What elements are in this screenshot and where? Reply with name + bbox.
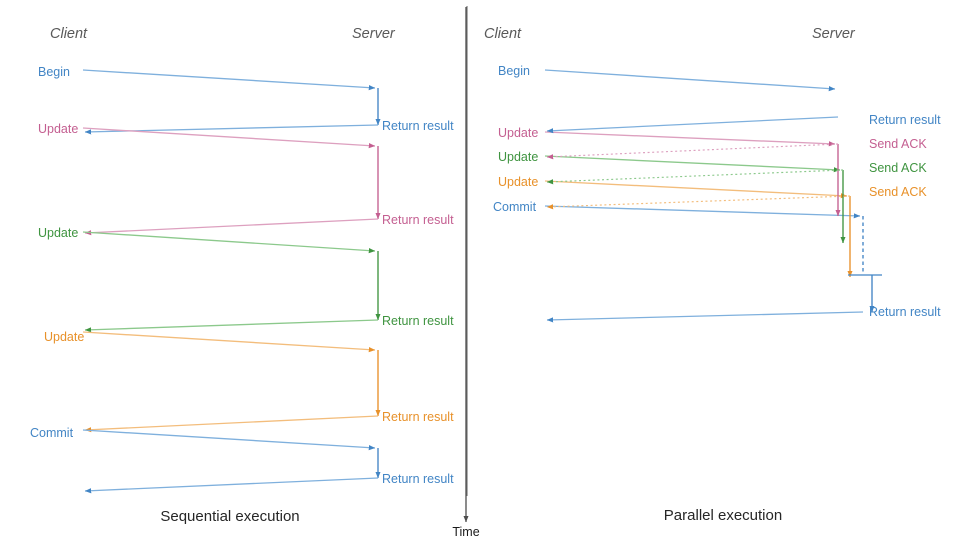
request-label-4: Update [38, 226, 78, 240]
sequential-caption: Sequential execution [160, 508, 299, 525]
parallel-response-arrow-3 [546, 195, 851, 210]
sequential-message-6 [82, 331, 381, 417]
sequential-message-8 [82, 429, 381, 479]
request-arrow [82, 331, 376, 353]
request-arrow [82, 69, 376, 91]
parallel-caption: Parallel execution [664, 507, 782, 524]
parallel-request-label-4: Commit [493, 200, 537, 214]
sequential-message-5 [84, 319, 379, 333]
parallel-request-arrow-1 [544, 131, 836, 147]
request-arrow [82, 231, 376, 254]
sequential-message-4 [82, 231, 381, 321]
request-label-6: Update [44, 330, 84, 344]
response-label-3: Return result [382, 213, 454, 227]
parallel-client-header: Client [484, 26, 522, 42]
request-label-0: Begin [38, 65, 70, 79]
parallel-request-arrow-0 [544, 69, 836, 92]
parallel-request-label-0: Begin [498, 64, 530, 78]
response-arrow [84, 319, 379, 333]
parallel-response-label-2: Send ACK [869, 161, 927, 175]
parallel-server-header: Server [812, 26, 856, 42]
sequential-message-9 [84, 477, 379, 494]
time-axis-label: Time [452, 525, 479, 539]
parallel-response-label-3: Send ACK [869, 185, 927, 199]
parallel-request-arrow-4 [544, 205, 861, 219]
parallel-response-label-0: Return result [869, 113, 941, 127]
response-label-7: Return result [382, 410, 454, 424]
response-arrow [84, 218, 379, 236]
sequential-client-header: Client [50, 26, 88, 42]
parallel-request-label-2: Update [498, 150, 538, 164]
response-label-5: Return result [382, 314, 454, 328]
sequential-message-7 [84, 415, 379, 433]
request-label-8: Commit [30, 426, 74, 440]
request-arrow [82, 127, 376, 149]
response-label-9: Return result [382, 472, 454, 486]
response-arrow [84, 415, 379, 433]
request-label-2: Update [38, 122, 78, 136]
parallel-request-label-3: Update [498, 175, 538, 189]
sequential-message-0 [82, 69, 381, 126]
parallel-request-arrow-2 [544, 155, 841, 173]
response-label-1: Return result [382, 119, 454, 133]
parallel-response-arrow-0 [546, 116, 839, 134]
parallel-response-label-4: Return result [869, 305, 941, 319]
sequential-server-header: Server [352, 26, 396, 42]
parallel-response-label-1: Send ACK [869, 137, 927, 151]
parallel-request-label-1: Update [498, 126, 538, 140]
sequential-message-2 [82, 127, 381, 220]
parallel-response-arrow-2 [546, 169, 844, 185]
parallel-response-arrow-4 [546, 311, 864, 323]
response-arrow [84, 477, 379, 494]
parallel-response-arrow-1 [546, 143, 839, 160]
parallel-request-arrow-3 [544, 180, 848, 199]
sequential-message-3 [84, 218, 379, 236]
request-arrow [82, 429, 376, 451]
